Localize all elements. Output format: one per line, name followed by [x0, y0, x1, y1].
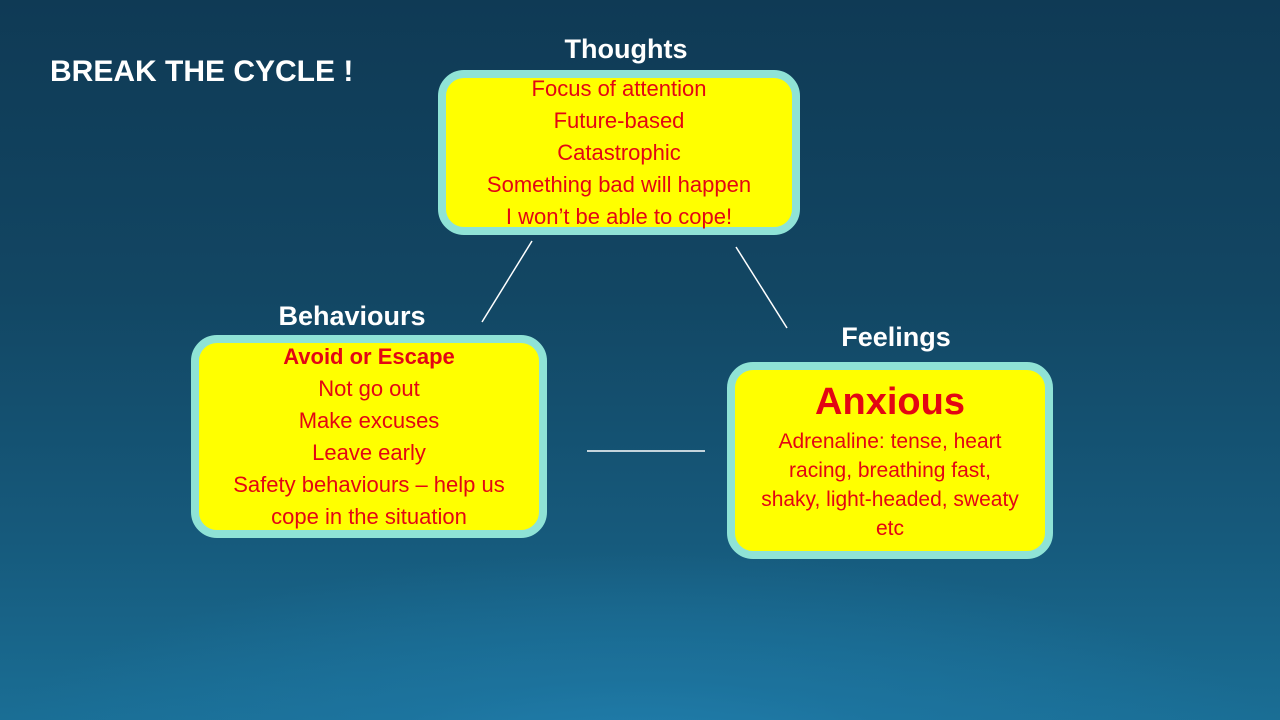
slide-title: BREAK THE CYCLE ! — [50, 55, 354, 88]
feelings-heading: Feelings — [841, 322, 951, 352]
thoughts-line: Future-based — [553, 107, 685, 133]
thoughts-heading: Thoughts — [564, 34, 688, 64]
thoughts-line: I won’t be able to cope! — [505, 203, 733, 229]
feelings-line: shaky, light-headed, sweaty — [761, 487, 1019, 511]
behaviours-box: Avoid or Escape Not go out Make excuses … — [191, 335, 547, 538]
feelings-emphasis: Anxious — [815, 380, 965, 423]
behaviours-line: Safety behaviours – help us — [233, 471, 505, 497]
thoughts-line: Catastrophic — [557, 139, 681, 165]
thoughts-box: Focus of attention Future-based Catastro… — [438, 70, 800, 235]
behaviours-line: Leave early — [312, 439, 426, 465]
behaviours-line-emphasis: Avoid or Escape — [283, 343, 455, 369]
connector-thoughts-feelings — [735, 246, 788, 329]
behaviours-line: Not go out — [318, 375, 420, 401]
feelings-box: Anxious Adrenaline: tense, heart racing,… — [727, 362, 1053, 559]
behaviours-heading: Behaviours — [278, 301, 426, 331]
thoughts-line: Something bad will happen — [486, 171, 752, 197]
feelings-line: Adrenaline: tense, heart — [778, 429, 1002, 453]
thoughts-line: Focus of attention — [531, 75, 707, 101]
behaviours-line: cope in the situation — [271, 503, 467, 529]
feelings-line: etc — [875, 516, 904, 540]
feelings-line: racing, breathing fast, — [789, 458, 991, 482]
behaviours-line: Make excuses — [298, 407, 440, 433]
connector-thoughts-behaviours — [481, 240, 533, 323]
